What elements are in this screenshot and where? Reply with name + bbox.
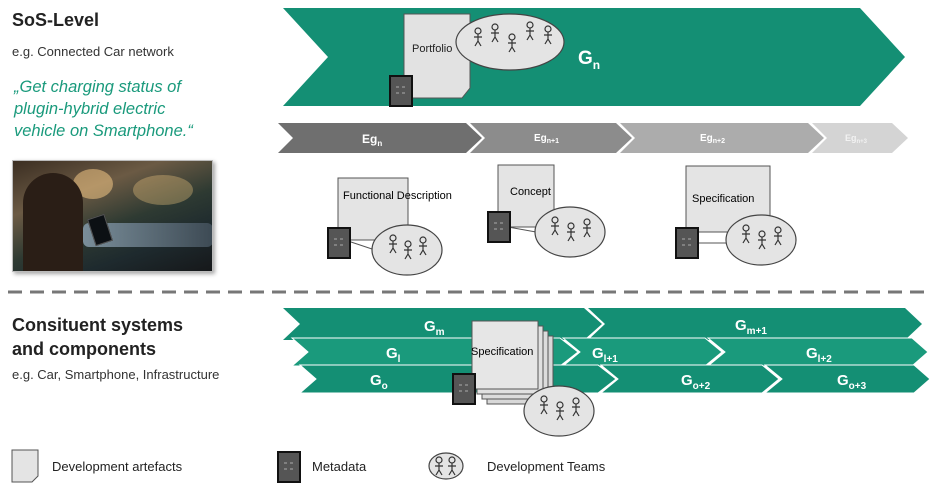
legend-artefact-icon (11, 449, 39, 483)
goal-m1-label: Gm+1 (735, 317, 767, 337)
portfolio-label: Portfolio (412, 43, 452, 55)
stage-label-4: Egn+3 (845, 133, 868, 145)
specification-stage-label: Specification (692, 193, 754, 205)
legend-metadata-label: Metadata (312, 459, 367, 474)
person-silhouette (23, 173, 83, 271)
concept-label: Concept (510, 186, 551, 198)
quote-line-3: vehicle on Smartphone.“ (14, 122, 193, 140)
goal-o-label: Go (370, 372, 388, 392)
goal-o2-chevron (599, 364, 780, 394)
constituent-title-line-2: and components (12, 339, 157, 359)
portfolio-metadata-icon (389, 75, 413, 107)
stage-chevron-3 (620, 123, 824, 153)
legend (11, 449, 464, 483)
stage-chevron-1 (278, 123, 482, 153)
stage-chevron-2 (470, 123, 632, 153)
stage-label-1: Egn (362, 132, 382, 148)
concept-group: Concept (487, 164, 606, 258)
top-process-label: Gn (578, 48, 600, 72)
legend-artefacts-label: Development artefacts (52, 459, 183, 474)
functional-description-metadata-icon (327, 227, 351, 259)
sos-level-title: SoS-Level (12, 10, 100, 30)
stage-chevron-4 (812, 123, 908, 153)
goal-o3-label: Go+3 (837, 372, 867, 392)
sos-level-example: e.g. Connected Car network (12, 44, 174, 59)
portfolio-team-icon (455, 13, 565, 71)
constituent-example: e.g. Car, Smartphone, Infrastructure (12, 367, 220, 382)
portfolio-artefact (403, 13, 471, 99)
legend-metadata-icon (277, 451, 301, 483)
constituent-specification-stack: Specification (452, 320, 595, 437)
goal-l1-label: Gl+1 (592, 345, 618, 365)
constituent-specification-label: Specification (471, 346, 533, 358)
legend-teams-label: Development Teams (487, 459, 606, 474)
goal-rows: Gm Gm+1 Gl Gl+1 Gl+2 Go Go+2 Go+3 (283, 308, 931, 394)
use-case-quote: „Get charging status of plugin-hybrid el… (14, 76, 193, 142)
goal-m-label: Gm (424, 318, 445, 338)
stage-label-2: Egn+1 (534, 133, 559, 145)
stage-chevrons: Egn Egn+1 Egn+2 Egn+3 (278, 123, 908, 153)
goal-o2-label: Go+2 (681, 372, 711, 392)
specification-stage-metadata-icon (675, 227, 699, 259)
quote-line-2: plugin-hybrid electric (14, 100, 166, 118)
goal-l2-label: Gl+2 (806, 345, 832, 365)
smartphone-car-photo (12, 160, 213, 272)
goal-o3-chevron (763, 364, 931, 394)
constituent-specification-artefact (471, 320, 539, 390)
specification-stage-group: Specification (675, 165, 797, 266)
goal-m1-chevron (588, 308, 922, 340)
functional-description-group: Functional Description (327, 177, 452, 276)
quote-line-1: „Get charging status of (14, 78, 181, 96)
constituent-title: Consituent systems and components (12, 313, 183, 361)
constituent-title-line-1: Consituent systems (12, 315, 184, 335)
functional-description-label: Functional Description (343, 190, 452, 202)
constituent-metadata-icon (452, 373, 476, 405)
concept-metadata-icon (487, 211, 511, 243)
top-process-chevron (283, 8, 905, 106)
legend-teams-icon (428, 452, 464, 480)
stage-label-3: Egn+2 (700, 133, 725, 145)
goal-l1-chevron (561, 337, 723, 367)
goal-l-label: Gl (386, 345, 401, 365)
